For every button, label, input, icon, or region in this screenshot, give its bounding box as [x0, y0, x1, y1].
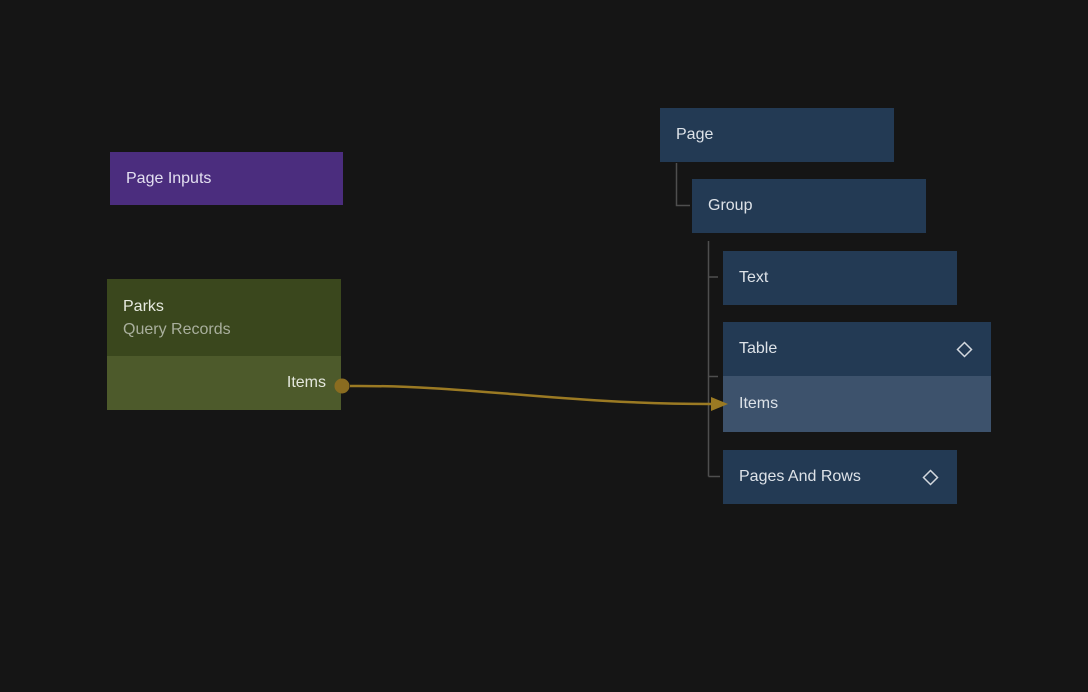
tree-block-table: Table Items [723, 322, 991, 432]
tree-node-label: Text [739, 269, 769, 286]
tree-node-label: Table [739, 340, 778, 357]
tree-node-label: Pages And Rows [739, 468, 861, 485]
query-node-title: Parks [123, 298, 164, 315]
query-output-row[interactable]: Items [107, 356, 341, 410]
edge-path[interactable] [349, 384, 713, 406]
tree-node-label: Group [708, 197, 753, 214]
query-node-parks[interactable]: Parks Query Records Items [107, 279, 341, 410]
tree-node-text[interactable]: Text [723, 251, 957, 305]
tree-node-table[interactable]: Table [723, 322, 991, 376]
page-inputs-node[interactable]: Page Inputs [110, 152, 343, 205]
diamond-outline-icon[interactable] [922, 468, 939, 486]
diamond-outline-icon[interactable] [956, 340, 973, 358]
tree-node-group[interactable]: Group [692, 179, 926, 233]
tree-node-label: Page [676, 126, 714, 143]
query-node-subtitle: Query Records [123, 321, 231, 338]
tree-node-items[interactable]: Items [723, 376, 991, 432]
query-output-label: Items [286, 374, 326, 391]
tree-connector-elbow [675, 163, 690, 207]
page-inputs-label: Page Inputs [126, 169, 212, 187]
tree-node-page[interactable]: Page [660, 108, 894, 162]
data-edge [334, 378, 728, 411]
query-node-header[interactable]: Parks Query Records [107, 279, 341, 356]
tree-node-pages-and-rows[interactable]: Pages And Rows [723, 450, 957, 504]
tree-node-label: Items [739, 395, 779, 412]
